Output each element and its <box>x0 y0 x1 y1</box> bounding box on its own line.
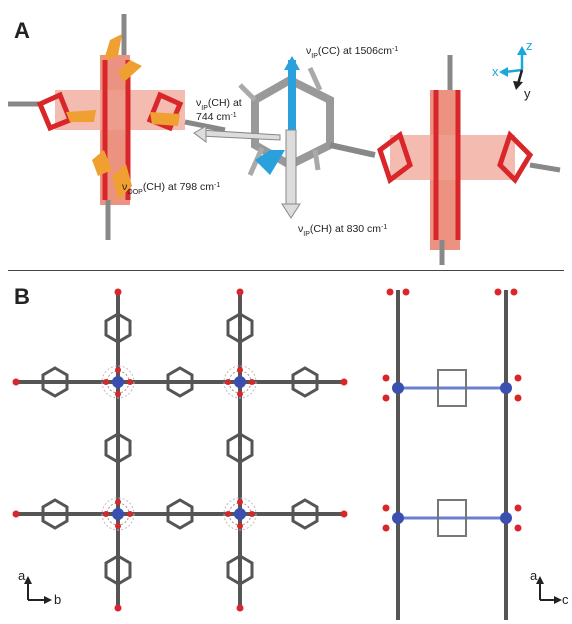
axis-y-label: y <box>524 86 531 101</box>
annotation-vip-ch-830: νIP(CH) at 830 cm-1 <box>298 223 387 238</box>
annotation-vip-cc: νIP(CC) at 1506cm-1 <box>306 45 398 60</box>
panel-b-diagram: a b a c <box>12 288 569 620</box>
annotation-vip-ch-744: νIP(CH) at <box>196 97 242 112</box>
axes-ab <box>24 576 52 604</box>
vibration-arrows-blue <box>193 56 301 219</box>
vibration-arrows-orange <box>66 34 180 200</box>
right-paddlewheel <box>377 55 561 265</box>
lattice-view-ac <box>382 288 522 620</box>
panel-a-label: A <box>14 18 30 43</box>
annotation-voop-ch-798: νOOP(CH) at 798 cm-1 <box>122 181 220 196</box>
axis-a-label-right: a <box>530 568 538 583</box>
axis-a-label-left: a <box>18 568 26 583</box>
axes-xyz <box>499 46 527 90</box>
panel-divider <box>8 270 564 271</box>
lattice-view-ab <box>12 288 348 612</box>
axes-ac <box>536 576 562 604</box>
annotation-vip-ch-744-value: 744 cm-1 <box>196 111 237 123</box>
panel-a-diagram: z x y νIP(CC) at 1506cm-1 νIP(CH) at 744… <box>8 14 561 265</box>
axis-b-label: b <box>54 592 61 607</box>
panel-b-label: B <box>14 284 30 309</box>
axis-c-label: c <box>562 592 569 607</box>
axis-z-label: z <box>526 38 533 53</box>
axis-x-label: x <box>492 64 499 79</box>
